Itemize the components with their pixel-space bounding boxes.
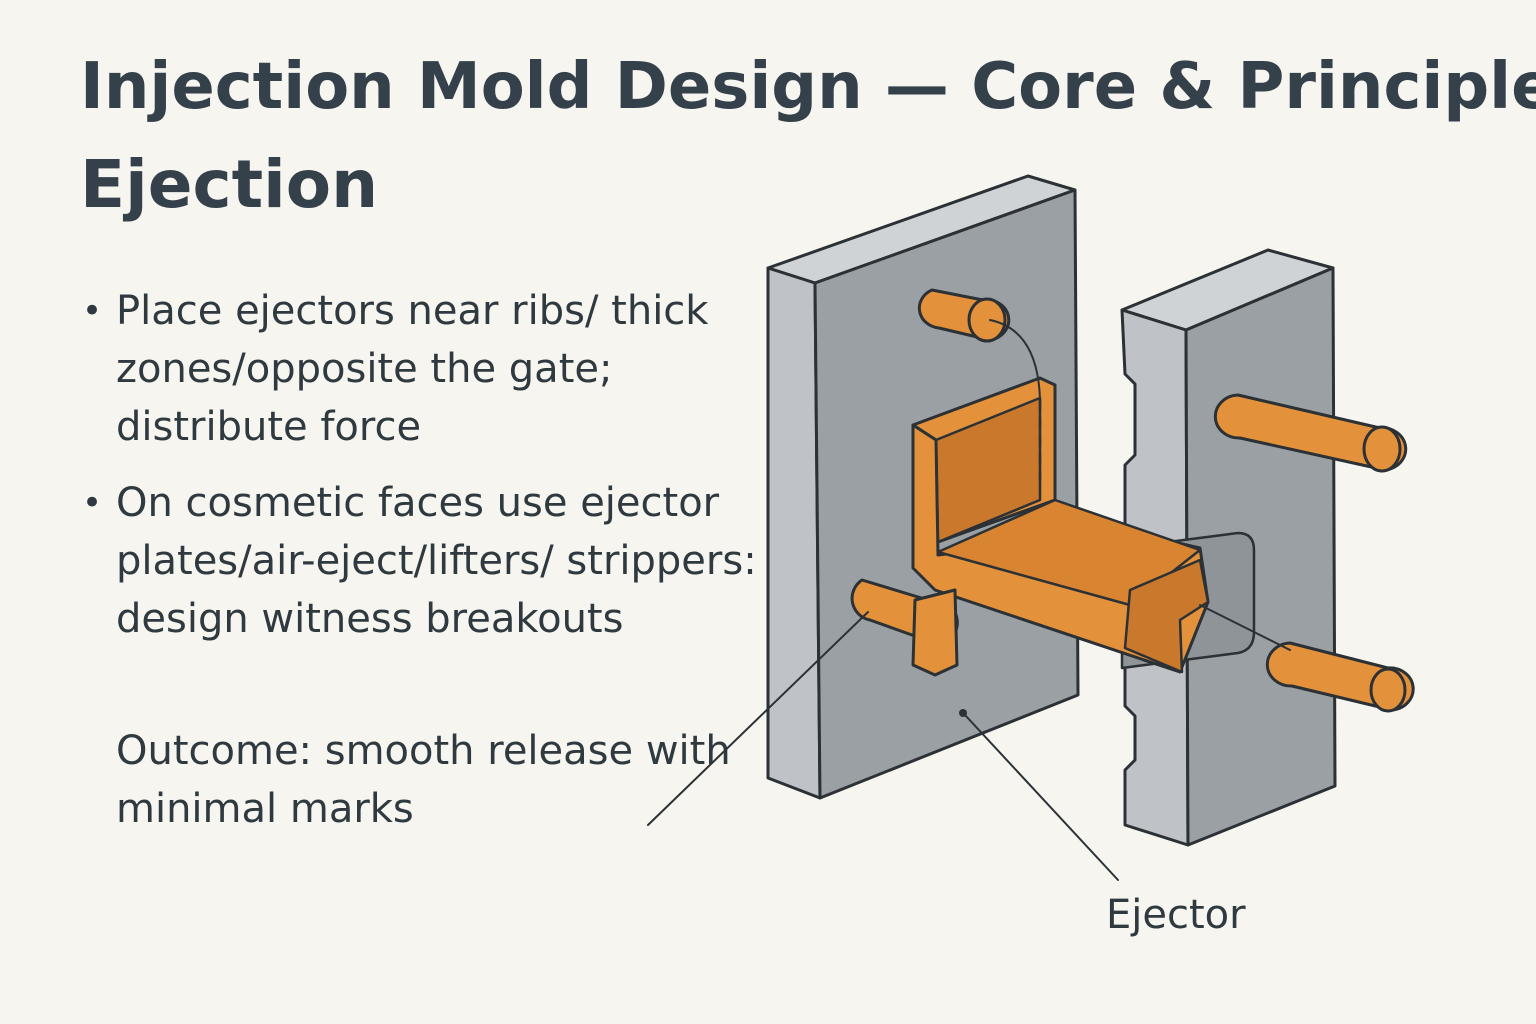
outcome-text: Outcome: smooth release with minimal mar… xyxy=(116,728,731,832)
ejector-label: Ejector xyxy=(1106,892,1246,938)
molded-part xyxy=(911,376,1210,674)
bullet-item: • On cosmetic faces use ejector plates/a… xyxy=(80,474,760,648)
ejector-pin-top xyxy=(917,288,1011,343)
bullet-list: • Place ejectors near ribs/ thick zones/… xyxy=(80,282,760,666)
bullet-text: On cosmetic faces use ejector plates/air… xyxy=(116,480,757,642)
bullet-dot-icon: • xyxy=(82,483,103,523)
leader-lines xyxy=(647,319,1291,881)
ejector-point-marker xyxy=(959,709,967,717)
ejector-pin-right-upper xyxy=(1213,393,1408,473)
bullet-item: • Place ejectors near ribs/ thick zones/… xyxy=(80,282,760,456)
ejector-pin-lower-left xyxy=(850,578,959,677)
section-subtitle: Ejection xyxy=(80,146,379,223)
ejector-pin-right-lower xyxy=(1265,641,1415,713)
bullet-dot-icon: • xyxy=(82,291,103,331)
page-title: Injection Mold Design — Core & Principle… xyxy=(80,50,1536,124)
bullet-text: Place ejectors near ribs/ thick zones/op… xyxy=(116,288,709,450)
